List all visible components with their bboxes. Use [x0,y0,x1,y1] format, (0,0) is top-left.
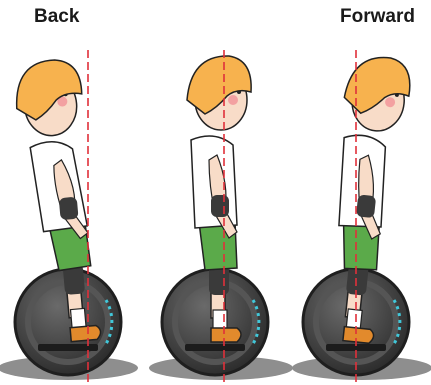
figure-back [0,58,138,380]
footplate-neutral [185,344,245,351]
elbow-pad-forward [356,194,376,218]
footplate-back [38,344,98,351]
figure-forward [292,54,431,380]
elbow-pad-back [59,197,79,220]
sock-neutral [213,310,227,330]
shoe-back [70,325,101,342]
shoe-neutral [211,328,241,342]
elbow-pad-neutral [211,195,229,217]
shoe-forward [343,327,374,344]
figure-neutral [149,56,293,380]
